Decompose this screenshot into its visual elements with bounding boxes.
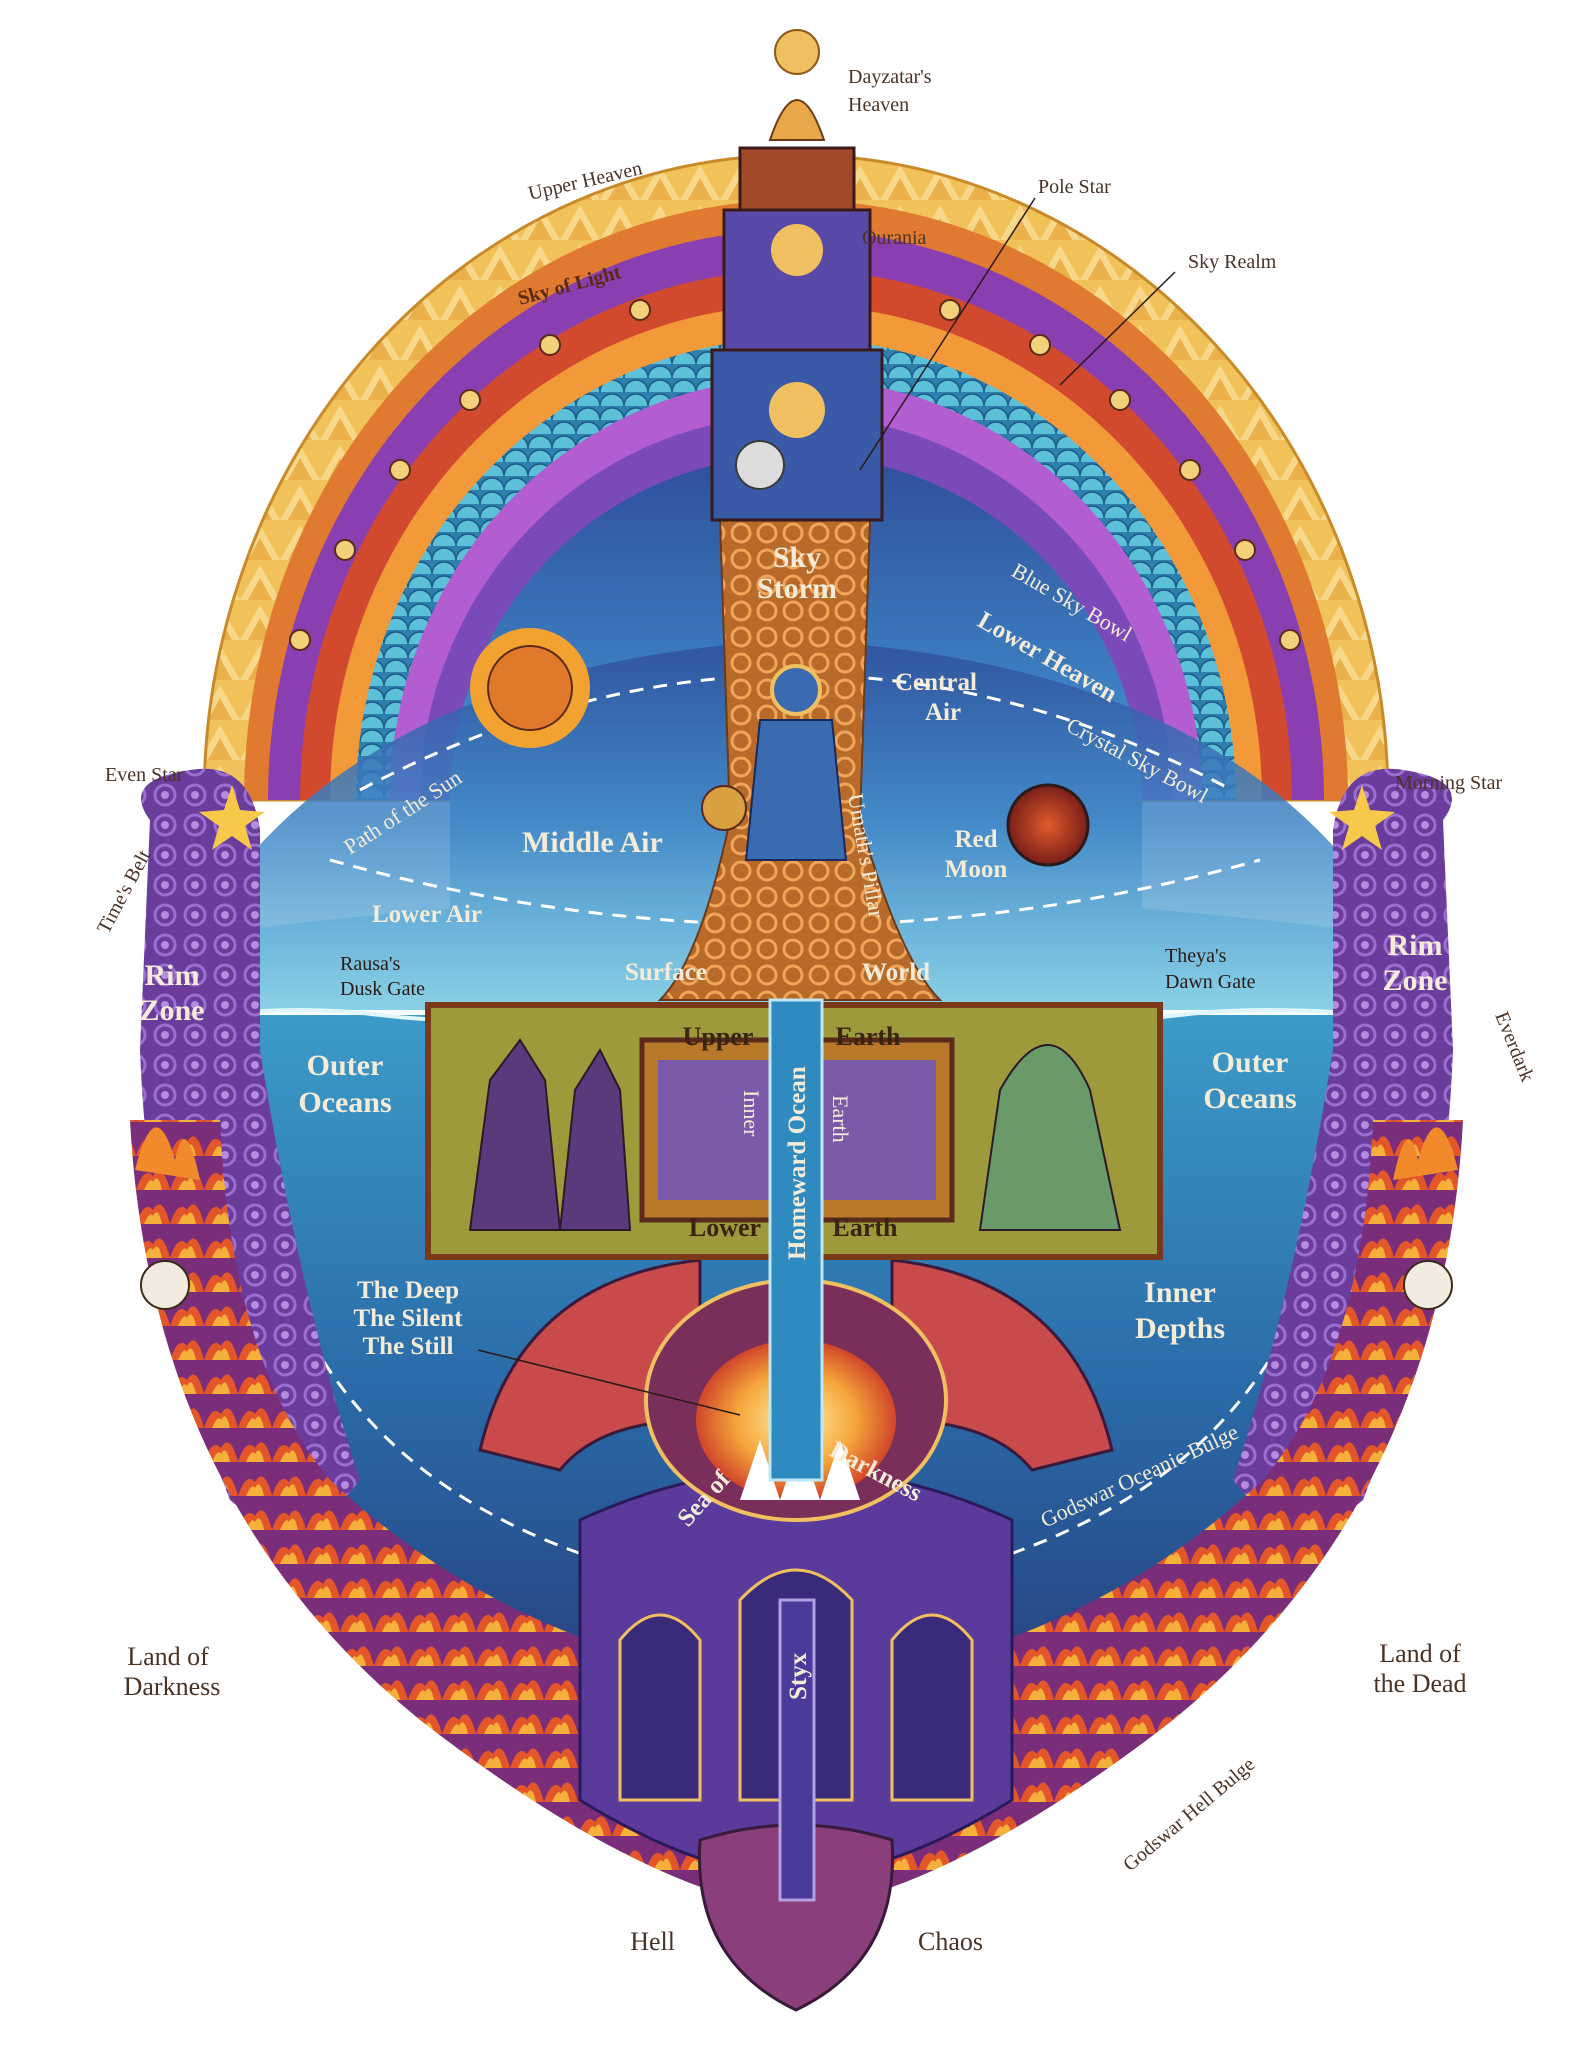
label-sky-storm-2: Storm (757, 572, 837, 605)
label-central-air-1: Central (895, 669, 977, 696)
label-dayzatar-2: Heaven (848, 94, 909, 116)
inner-earth-window-right (816, 1060, 936, 1200)
sun (470, 628, 590, 748)
leader-lines (477, 197, 1176, 1416)
label-world: World (862, 959, 930, 986)
umath-figure (701, 664, 848, 861)
label-even-star: Even Star (105, 764, 184, 786)
label-morning-star: Morning Star (1395, 772, 1503, 794)
homeward-ocean-stream (768, 998, 824, 1482)
label-godswar-hell-bulge: Godswar Hell Bulge (1119, 1753, 1259, 1876)
label-homeward-ocean: Homeward Ocean (784, 1066, 811, 1260)
label-rausa-2: Dusk Gate (340, 978, 425, 1000)
air-divisions (329, 673, 1261, 927)
skulls (140, 1260, 1453, 1310)
label-rim-zone-right-1: Rim (1388, 929, 1443, 962)
label-inner-earth: Earth (828, 1095, 853, 1143)
label-the-silent: The Silent (353, 1305, 463, 1332)
heaven-tower (710, 146, 884, 522)
label-rim-zone-left-2: Zone (139, 994, 204, 1027)
oceanic-bulge-line (298, 1319, 1294, 1602)
label-ourania: Ourania (862, 227, 927, 249)
label-outer-oceans-right-2: Oceans (1203, 1082, 1296, 1115)
red-moon (1006, 783, 1090, 867)
label-surface: Surface (625, 959, 707, 986)
label-rausa-1: Rausa's (340, 953, 400, 975)
label-red-moon-2: Moon (945, 856, 1008, 883)
label-rim-zone-right-2: Zone (1382, 964, 1447, 997)
even-star (199, 785, 265, 850)
label-dayzatar-1: Dayzatar's (848, 66, 932, 88)
label-everdark: Everdark (1490, 1009, 1538, 1085)
side-fires (135, 1127, 1458, 1180)
label-red-moon-1: Red (954, 826, 997, 853)
inner-earth-window-left (658, 1060, 778, 1200)
label-outer-oceans-left-1: Outer (307, 1049, 384, 1082)
label-theya-1: Theya's (1165, 945, 1227, 967)
label-pole-star: Pole Star (1038, 176, 1111, 198)
label-sky-realm: Sky Realm (1188, 251, 1277, 273)
label-chaos: Chaos (918, 1927, 983, 1956)
sky-dancers (289, 299, 1301, 651)
label-outer-oceans-right-1: Outer (1212, 1046, 1289, 1079)
label-outer-oceans-left-2: Oceans (298, 1086, 391, 1119)
label-hell: Hell (630, 1927, 675, 1956)
label-inner-depths-2: Depths (1135, 1312, 1225, 1345)
label-upper-earth: Earth (836, 1022, 902, 1051)
label-lower-air: Lower Air (372, 901, 482, 928)
label-inner-depths-1: Inner (1144, 1276, 1216, 1309)
label-central-air-2: Air (925, 699, 961, 726)
label-styx: Styx (785, 1652, 812, 1700)
styx-stream (778, 1598, 816, 1902)
label-land-of-dead-1: Land of (1379, 1639, 1461, 1668)
label-land-of-dead-2: the Dead (1373, 1669, 1466, 1698)
label-upper: Upper (683, 1022, 754, 1051)
label-land-of-darkness-1: Land of (127, 1642, 209, 1671)
earth-figures (468, 1038, 1122, 1231)
label-land-of-darkness-2: Darkness (124, 1672, 221, 1701)
label-the-still: The Still (363, 1333, 454, 1360)
label-theya-2: Dawn Gate (1165, 971, 1256, 993)
label-lower: Lower (689, 1213, 761, 1242)
label-rim-zone-left-1: Rim (145, 959, 200, 992)
label-sky-storm-1: Sky (773, 541, 821, 574)
label-inner: Inner (739, 1090, 764, 1137)
label-middle-air: Middle Air (522, 826, 663, 859)
label-the-deep: The Deep (357, 1277, 459, 1304)
label-lower-earth: Earth (833, 1213, 899, 1242)
morning-star (1329, 785, 1395, 850)
dayzatar-figure (768, 29, 826, 141)
